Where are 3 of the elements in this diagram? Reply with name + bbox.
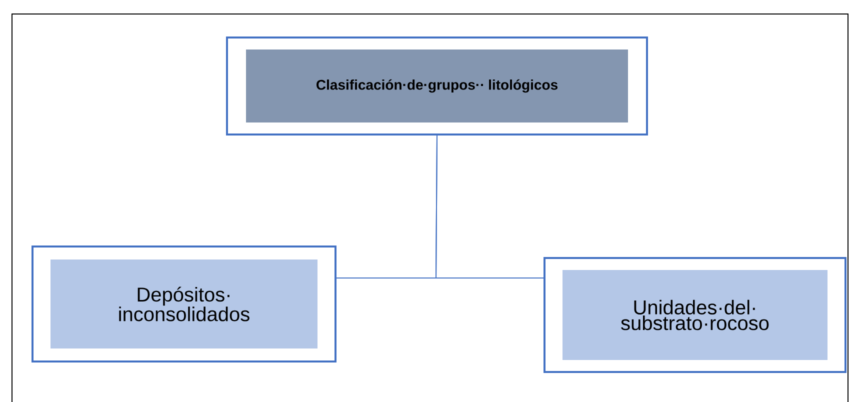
process-box: Depósitos· inconsolidados [32,246,336,362]
process-box: Clasificación·de·grupos·· litológicos [226,36,648,136]
process-box: Unidades·del· substrato·rocoso [544,257,846,373]
